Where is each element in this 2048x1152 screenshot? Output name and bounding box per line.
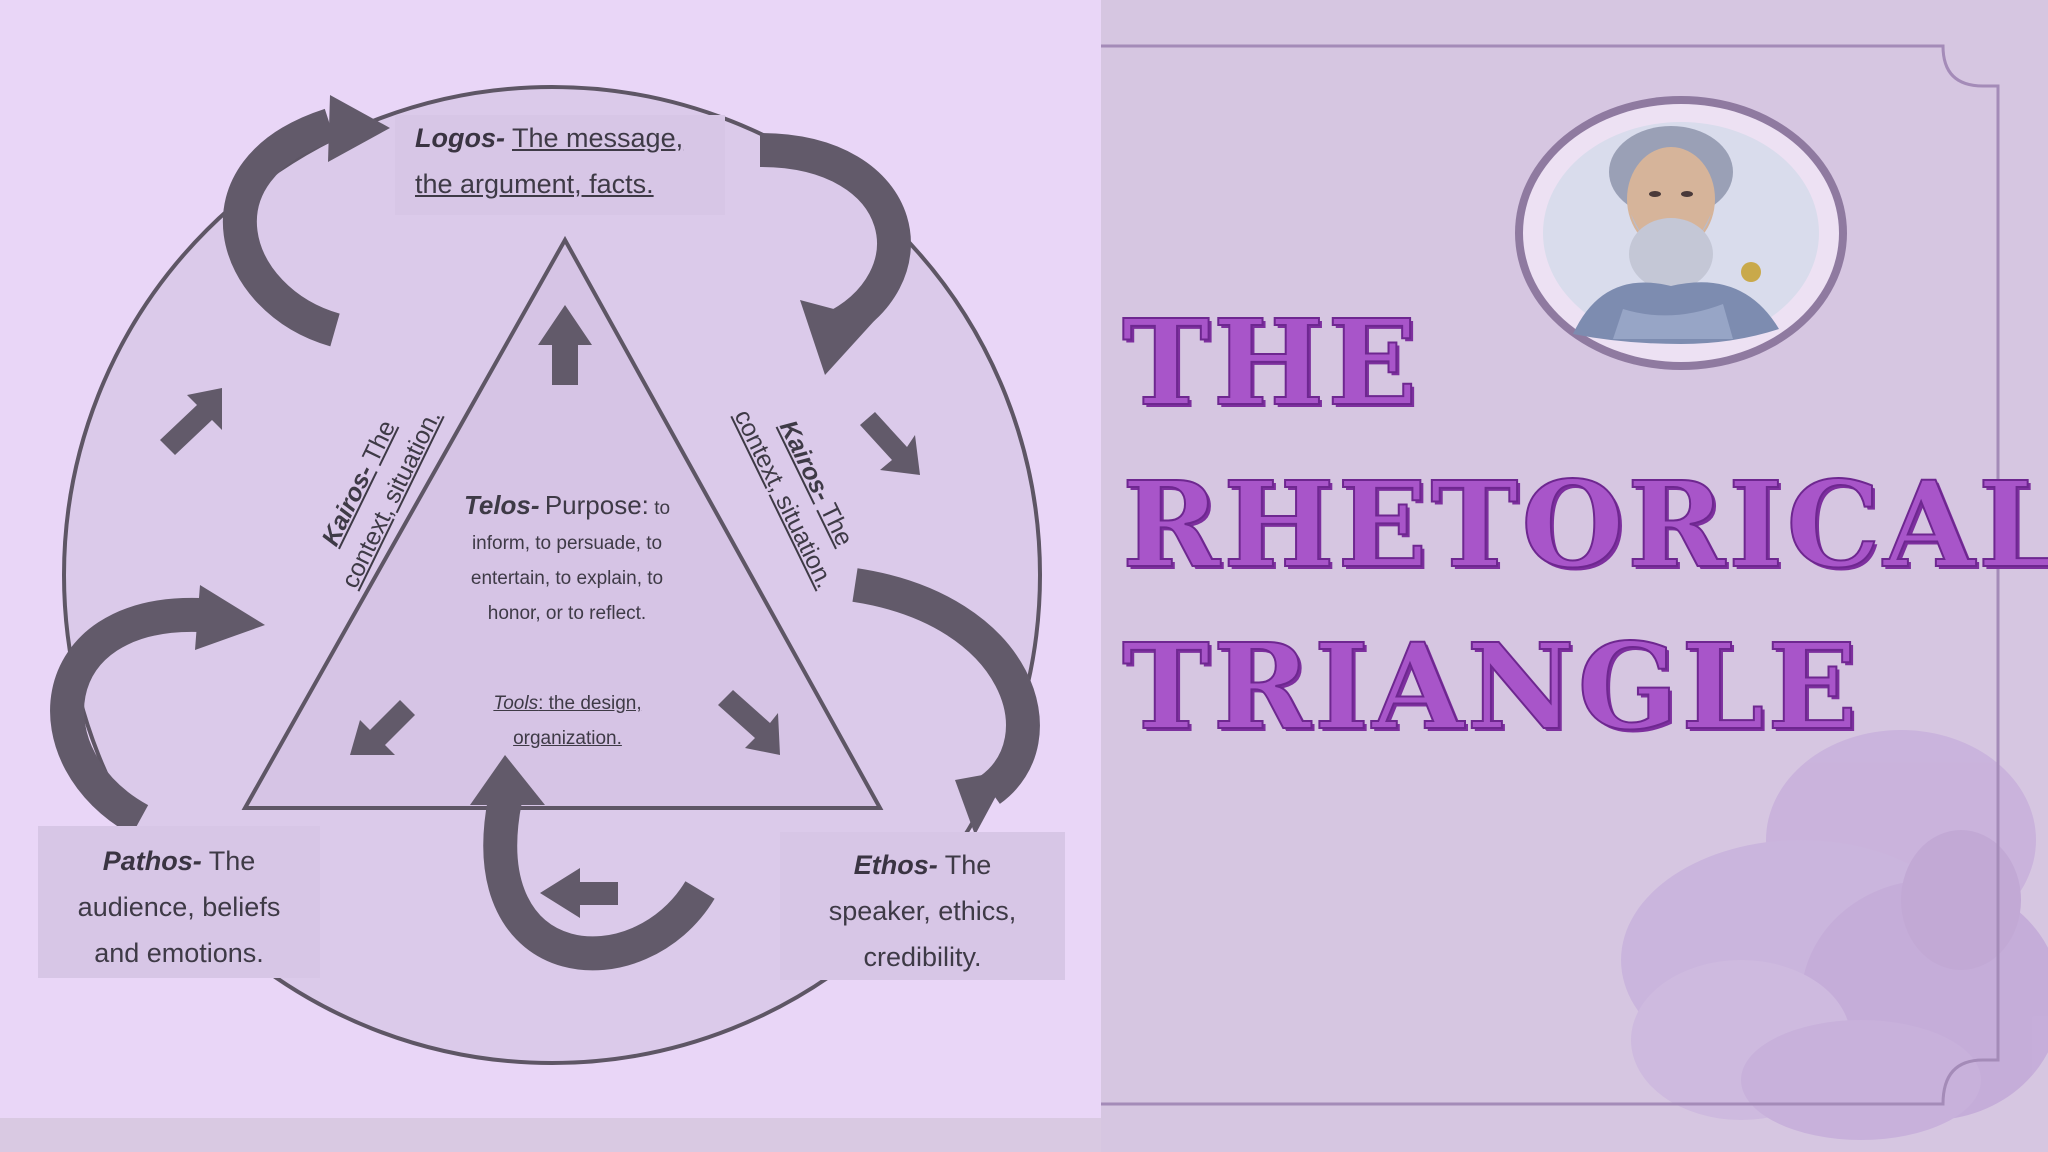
arrow-down-left — [350, 700, 415, 755]
arrowhead-top-left — [328, 95, 390, 162]
pathos-line2: audience, beliefs — [77, 892, 281, 922]
slide-title: THE RHETORICAL TRIANGLE — [1121, 282, 2048, 768]
curved-arrow-top-right — [759, 133, 911, 346]
arrow-down-right — [718, 690, 780, 755]
ethos-line3: credibility. — [863, 942, 982, 972]
telos-line4: honor, or to reflect. — [487, 603, 647, 624]
bottom-strip — [0, 1118, 1101, 1152]
ethos-box: Ethos- The speaker, ethics, credibility. — [780, 832, 1065, 980]
ethos-line1: The — [944, 850, 992, 880]
tools-line1: : the design, — [538, 693, 642, 714]
title-line2: RHETORICAL — [1121, 454, 2048, 595]
arrow-right-upper — [860, 412, 920, 475]
arrowhead-left — [195, 585, 265, 650]
telos-line2: inform, to persuade, to — [471, 533, 663, 554]
decorative-frame — [1101, 44, 2048, 1140]
title-line1: THE — [1121, 292, 1421, 433]
ethos-line2: speaker, ethics, — [828, 896, 1017, 926]
telos-term: Telos- — [463, 490, 540, 520]
logos-box: Logos- The message, the argument, facts. — [395, 115, 725, 215]
curved-arrow-right — [852, 568, 1040, 804]
arrow-left-bottom — [540, 868, 618, 918]
logos-term: Logos- — [415, 123, 505, 153]
telos-line1-rest: to — [654, 498, 671, 519]
curved-arrow-bottom — [483, 796, 715, 971]
pathos-line1: The — [208, 846, 256, 876]
telos-lead: Purpose: — [544, 490, 649, 520]
curved-arrow-top-left — [222, 108, 341, 347]
arrow-left-upper — [160, 388, 222, 455]
tools-text: Tools: the design, organization. — [450, 686, 685, 756]
arrowhead-top-right — [800, 300, 875, 375]
logos-line1: The message, — [512, 123, 684, 153]
ethos-term: Ethos- — [853, 850, 938, 880]
telos-line3: entertain, to explain, to — [470, 568, 664, 589]
pathos-box: Pathos- The audience, beliefs and emotio… — [38, 826, 320, 978]
pathos-term: Pathos- — [102, 846, 202, 876]
title-panel — [1101, 0, 2048, 1152]
logos-line2: the argument, facts. — [415, 169, 654, 199]
pathos-line3: and emotions. — [94, 938, 264, 968]
title-line3: TRIANGLE — [1121, 616, 1861, 757]
tools-term: Tools — [493, 693, 539, 714]
telos-text: Telos- Purpose: to inform, to persuade, … — [432, 488, 702, 631]
arrowhead-bottom — [470, 755, 545, 805]
curved-arrow-left — [50, 597, 201, 835]
portrait-medallion-icon — [1515, 96, 1847, 370]
arrowhead-right — [955, 770, 1010, 835]
rhetorical-diagram — [50, 85, 1042, 1065]
arrow-up-center — [538, 305, 592, 385]
tools-line2: organization. — [513, 728, 622, 749]
watercolor-splash-icon — [1621, 730, 2048, 1140]
diagram-panel: Logos- The message, the argument, facts.… — [0, 0, 1101, 1118]
inner-triangle — [241, 235, 884, 810]
frame-border — [1101, 44, 2000, 1106]
